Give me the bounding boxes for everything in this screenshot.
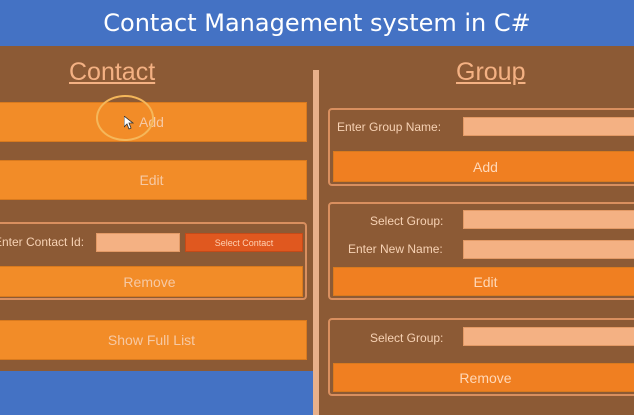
video-title-banner: Contact Management system in C#: [0, 0, 634, 46]
remove-contact-panel: [0, 222, 307, 300]
column-divider: [313, 70, 319, 415]
remove-group-button[interactable]: Remove: [333, 363, 634, 392]
remove-select-group-input[interactable]: [463, 327, 634, 346]
select-group-input[interactable]: [463, 210, 634, 229]
select-group-label: Select Group:: [370, 214, 444, 228]
remove-select-group-label: Select Group:: [370, 331, 444, 345]
show-full-list-button[interactable]: Show Full List: [0, 320, 307, 360]
new-name-input[interactable]: [463, 240, 634, 259]
select-contact-button[interactable]: Select Contact: [185, 233, 303, 252]
remove-group-panel: [328, 318, 634, 396]
remove-contact-button[interactable]: Remove: [0, 266, 303, 297]
enter-new-name-label: Enter New Name:: [348, 242, 443, 256]
edit-contact-button[interactable]: Edit: [0, 160, 307, 200]
banner-title: Contact Management system in C#: [103, 9, 531, 37]
edit-group-button[interactable]: Edit: [333, 267, 634, 296]
add-group-panel: [328, 108, 634, 186]
contact-heading: Contact: [69, 58, 156, 86]
contact-id-input[interactable]: [96, 233, 180, 252]
enter-contact-id-label: Enter Contact Id:: [0, 235, 85, 249]
edit-group-panel: [328, 202, 634, 300]
enter-group-name-label: Enter Group Name:: [337, 120, 442, 134]
group-name-input[interactable]: [463, 117, 634, 136]
taskbar-strip: [0, 371, 315, 415]
group-heading: Group: [456, 58, 526, 86]
click-highlight-circle: [96, 95, 154, 141]
mouse-pointer-icon: [124, 116, 134, 130]
add-group-button[interactable]: Add: [333, 151, 634, 182]
